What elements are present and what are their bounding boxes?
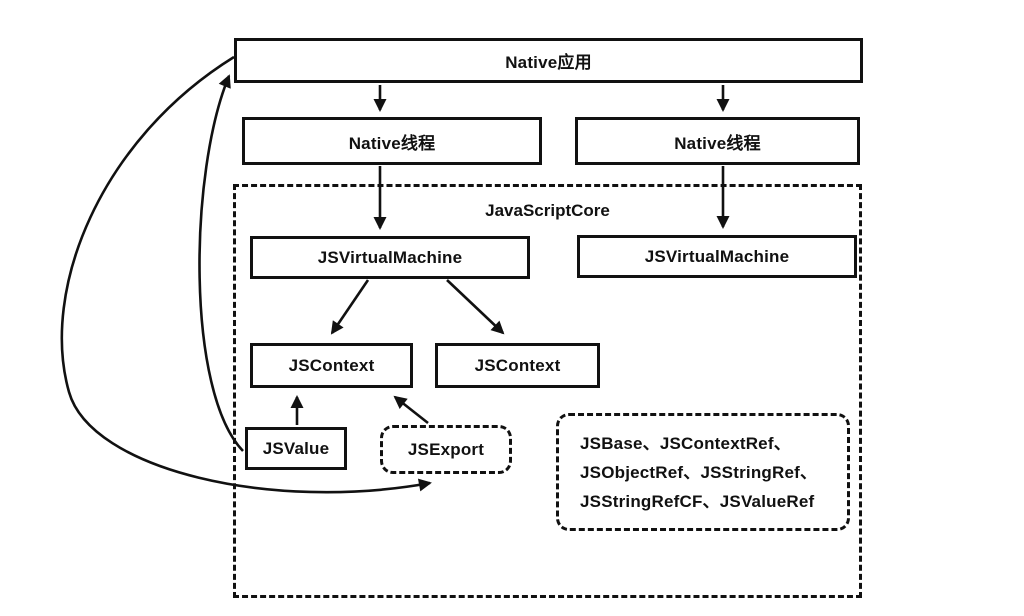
jsbase-group-line-2: JSObjectRef、JSStringRef、 <box>580 463 818 482</box>
node-jsvirtualmachine-right-label: JSVirtualMachine <box>644 246 790 266</box>
node-jscontext-left: JSContext <box>250 343 413 388</box>
node-jsvirtualmachine-right: JSVirtualMachine <box>577 235 857 278</box>
javascriptcore-container-label: JavaScriptCore <box>485 201 610 220</box>
node-jscontext-right: JSContext <box>435 343 600 388</box>
node-jsvalue-label: JSValue <box>262 438 330 458</box>
node-jsvirtualmachine-left: JSVirtualMachine <box>250 236 530 279</box>
jsbase-group-line-1: JSBase、JSContextRef、 <box>580 434 791 453</box>
node-native-thread-left-label: Native线程 <box>348 133 436 153</box>
node-native-app: Native应用 <box>234 38 863 83</box>
node-native-thread-right-label: Native线程 <box>674 133 761 153</box>
node-jsexport: JSExport <box>380 425 512 474</box>
node-jsvirtualmachine-left-label: JSVirtualMachine <box>317 247 463 267</box>
node-jsvalue: JSValue <box>245 427 347 470</box>
node-native-thread-left: Native线程 <box>242 117 542 165</box>
node-jsexport-label: JSExport <box>407 439 485 459</box>
node-native-app-label: Native应用 <box>505 53 592 72</box>
node-jscontext-left-label: JSContext <box>288 355 375 375</box>
node-native-thread-right: Native线程 <box>575 117 860 165</box>
node-jsbase-group: JSBase、JSContextRef、 JSObjectRef、JSStrin… <box>556 413 850 531</box>
jsbase-group-line-3: JSStringRefCF、JSValueRef <box>580 492 815 511</box>
node-jscontext-right-label: JSContext <box>474 355 561 375</box>
